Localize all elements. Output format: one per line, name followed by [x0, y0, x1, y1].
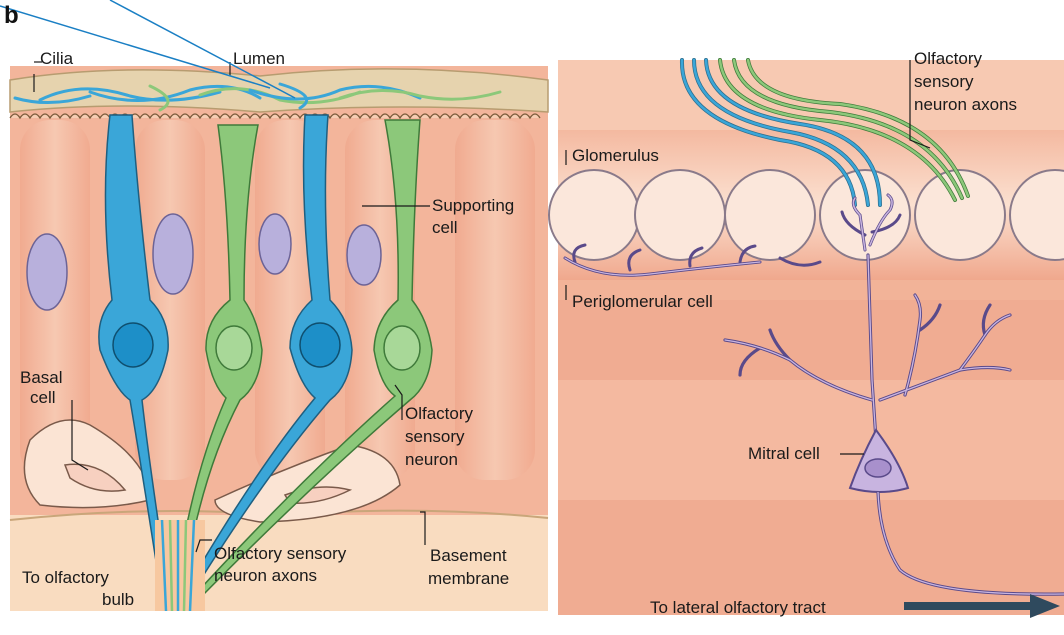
label-lumen: Lumen [233, 49, 285, 69]
label-basement-line1: Basement [430, 546, 507, 566]
label-cilia: Cilia [40, 49, 73, 69]
label-periglomerular-cell: Periglomerular cell [572, 292, 713, 312]
label-supporting-cell-line2: cell [432, 218, 458, 238]
lumen-mucus [10, 69, 548, 112]
label-basal-cell-line1: Basal [20, 368, 63, 388]
right-panel [549, 60, 1064, 615]
label-axons-right-line2: sensory [914, 72, 974, 92]
panel-letter: b [4, 2, 19, 30]
left-panel [0, 0, 548, 611]
label-axons-right-line1: Olfactory [914, 49, 982, 69]
label-to-bulb-line1: To olfactory [22, 568, 109, 588]
label-axons-right-line3: neuron axons [914, 95, 1017, 115]
label-mitral-cell: Mitral cell [748, 444, 820, 464]
label-basal-cell-line2: cell [30, 388, 56, 408]
mitral-nucleus [865, 459, 891, 477]
label-supporting-cell-line1: Supporting [432, 196, 514, 216]
label-osn-axons-line1: Olfactory sensory [214, 544, 346, 564]
label-lateral-tract: To lateral olfactory tract [650, 598, 826, 618]
label-to-bulb-line2: bulb [102, 590, 134, 610]
label-osn-axons-line2: neuron axons [214, 566, 317, 586]
label-glomerulus: Glomerulus [572, 146, 659, 166]
label-osn-line2: sensory [405, 427, 465, 447]
label-osn-line3: neuron [405, 450, 458, 470]
label-osn-line1: Olfactory [405, 404, 473, 424]
label-basement-line2: membrane [428, 569, 509, 589]
